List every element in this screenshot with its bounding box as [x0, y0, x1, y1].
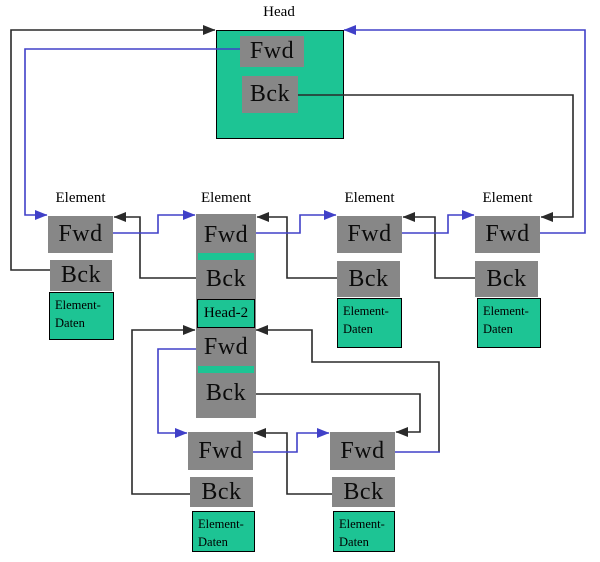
sub-element-1-fwd-slot: Fwd: [188, 432, 253, 470]
element-1-data-line1: Element-: [55, 298, 101, 312]
element-4-bck-slot: Bck: [475, 261, 538, 297]
element-3-fwd-slot: Fwd: [337, 216, 402, 253]
connector-el2-fwd-to-el3: [256, 210, 337, 234]
sub-element-1-bck-slot: Bck: [190, 477, 253, 507]
head-bck-slot: Bck: [242, 76, 298, 113]
element-4-data: Element- Daten: [477, 298, 541, 348]
sub-element-2-data-line1: Element-: [339, 517, 385, 531]
connector-el1-fwd-to-el2: [113, 210, 196, 234]
element-2-label: Element: [201, 190, 251, 206]
element-1-fwd-slot: Fwd: [48, 216, 113, 253]
connector-el3-bck-to-el2: [256, 212, 337, 279]
element-1-bck-slot: Bck: [50, 260, 112, 291]
element-2-separator: [198, 253, 254, 260]
element-1-data-line2: Daten: [55, 315, 85, 330]
element-3-data: Element- Daten: [337, 298, 402, 348]
connector-head2-bck-to-br: [256, 393, 421, 437]
connector-el4-bck-to-el3: [402, 212, 475, 279]
element-1-data: Element- Daten: [49, 292, 114, 340]
element-4-data-line1: Element-: [483, 304, 529, 318]
element-4-fwd-slot: Fwd: [475, 216, 540, 253]
connector-bl-bck-to-head2: [131, 325, 196, 495]
element-1-label: Element: [55, 190, 106, 206]
connector-head2-fwd-to-bl: [157, 348, 196, 438]
element-3-label: Element: [344, 190, 395, 206]
connector-el3-fwd-to-el4: [402, 210, 475, 234]
connector-bl-fwd-to-br: [253, 428, 330, 453]
element-2-bck-slot: Bck: [205, 265, 247, 292]
connector-el1-bck-to-head: [10, 25, 216, 271]
sub-element-1-data: Element- Daten: [192, 511, 255, 552]
element-3-data-line1: Element-: [343, 304, 389, 318]
head2-separator: [198, 366, 254, 373]
element-2-node: Fwd Bck Head-2 Fwd Bck: [196, 214, 256, 418]
sub-element-2-fwd-slot: Fwd: [330, 432, 395, 470]
element-3-data-line2: Daten: [343, 321, 373, 336]
sub-element-1-data-line1: Element-: [198, 517, 244, 531]
sub-element-1-data-line2: Daten: [198, 534, 228, 549]
sub-element-2-data-line2: Daten: [339, 534, 369, 549]
element-4-data-line2: Daten: [483, 321, 513, 336]
connector-el2-bck-to-el1: [113, 212, 196, 279]
head2-node: Head-2: [197, 299, 255, 328]
head2-bck-slot: Bck: [205, 379, 247, 406]
head-node: Fwd Bck: [216, 30, 344, 139]
connector-br-bck-to-bl: [253, 428, 332, 495]
sub-element-2-bck-slot: Bck: [332, 477, 395, 507]
sub-element-2-data: Element- Daten: [333, 511, 395, 552]
element-2-fwd-slot: Fwd: [203, 221, 249, 248]
element-4-label: Element: [482, 190, 533, 206]
head2-fwd-slot: Fwd: [203, 333, 249, 360]
element-3-bck-slot: Bck: [337, 261, 400, 297]
head-title: Head: [263, 4, 295, 20]
head-fwd-slot: Fwd: [240, 36, 304, 67]
